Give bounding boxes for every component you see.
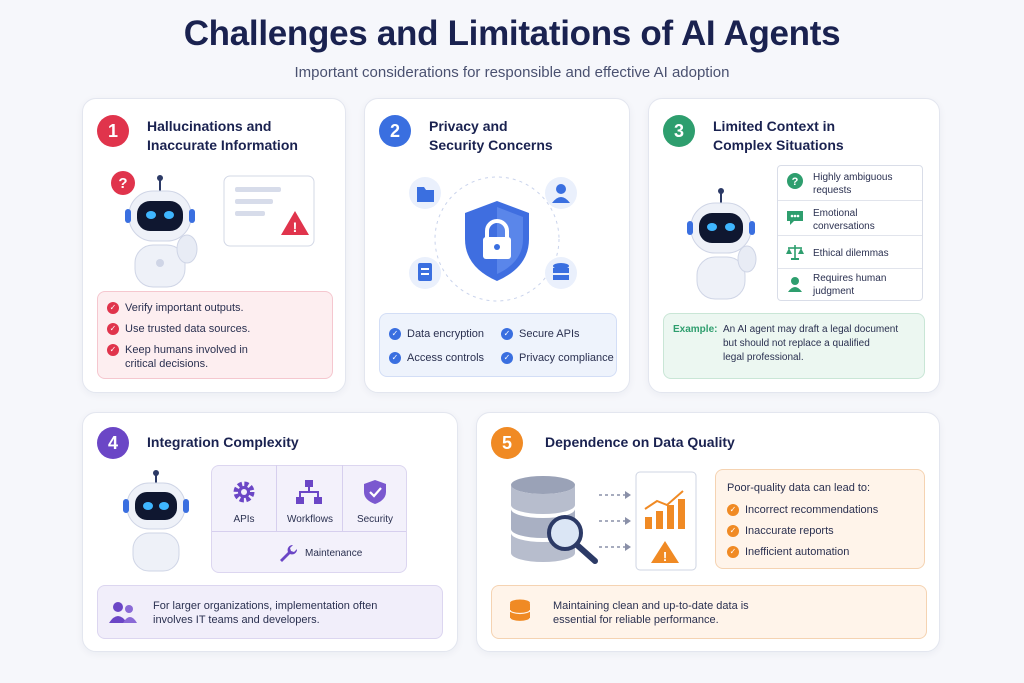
note-box xyxy=(97,585,443,639)
check-icon: ✓ xyxy=(389,328,401,340)
situation-label: Highly ambiguous xyxy=(813,172,893,183)
note-box xyxy=(491,585,927,639)
question-icon: ? xyxy=(787,173,803,189)
risk-item: Incorrect recommendations xyxy=(745,504,879,516)
page-title: Challenges and Limitations of AI Agents xyxy=(183,14,841,53)
tip-item: Privacy compliance xyxy=(519,352,614,364)
note-text: involves IT teams and developers. xyxy=(153,614,320,626)
check-icon: ✓ xyxy=(389,352,401,364)
chat-icon xyxy=(787,211,803,225)
check-icon: ✓ xyxy=(727,504,739,516)
gear-icon xyxy=(233,481,255,503)
shield-check-icon xyxy=(364,480,386,504)
card-number: 4 xyxy=(97,427,129,459)
situation-label: requests xyxy=(813,185,852,196)
card-title-line1: Hallucinations and xyxy=(147,118,272,134)
card-title: Dependence on Data Quality xyxy=(545,434,735,450)
card-title-line2: Complex Situations xyxy=(713,137,844,153)
example-label: Example: xyxy=(673,324,718,335)
svg-text:!: ! xyxy=(663,549,667,564)
wrench-icon xyxy=(280,544,298,562)
situation-label: Ethical dilemmas xyxy=(813,248,889,259)
person-icon xyxy=(788,277,802,292)
situation-label: conversations xyxy=(813,221,875,232)
check-icon: ✓ xyxy=(107,344,119,356)
shield-lock-icon xyxy=(409,176,577,302)
report-chart-icon: ! xyxy=(635,471,697,571)
example-text: An AI agent may draft a legal document xyxy=(723,324,899,335)
tip-item: Data encryption xyxy=(407,328,485,340)
risks-box xyxy=(715,469,925,569)
check-icon: ✓ xyxy=(501,328,513,340)
puzzle-label: Workflows xyxy=(287,514,333,525)
database-search-icon xyxy=(511,476,598,564)
tip-item: Verify important outputs. xyxy=(125,302,244,314)
card-number: 5 xyxy=(491,427,523,459)
situations-list xyxy=(777,165,923,301)
card-number: 2 xyxy=(379,115,411,147)
robot-icon xyxy=(687,188,757,300)
card-title-line2: Security Concerns xyxy=(429,137,553,153)
check-icon: ✓ xyxy=(727,546,739,558)
card-data-quality: 5 Dependence on Data Quality ! Poor-qual… xyxy=(476,412,940,652)
card-number: 1 xyxy=(97,115,129,147)
check-icon: ✓ xyxy=(501,352,513,364)
card-integration: 4 Integration Complexity APIs Workflows … xyxy=(82,412,458,652)
database-icon xyxy=(509,599,531,623)
tips-box xyxy=(97,291,333,379)
risk-item: Inaccurate reports xyxy=(745,525,834,537)
card-number: 3 xyxy=(663,115,695,147)
tip-item: Access controls xyxy=(407,352,485,364)
users-icon xyxy=(109,602,137,623)
robot-icon: ? xyxy=(111,171,198,288)
card-privacy: 2 Privacy and Security Concerns ✓ Data e… xyxy=(364,98,630,393)
check-icon: ✓ xyxy=(107,323,119,335)
card-limited-context: 3 Limited Context in Complex Situations … xyxy=(648,98,940,393)
svg-text:!: ! xyxy=(293,219,298,235)
puzzle-label: Maintenance xyxy=(305,548,363,559)
note-text: Maintaining clean and up-to-date data is xyxy=(553,600,749,612)
check-icon: ✓ xyxy=(727,525,739,537)
tip-item: Use trusted data sources. xyxy=(125,323,251,335)
puzzle-label: Security xyxy=(356,514,394,525)
card-title-line2: Inaccurate Information xyxy=(147,137,298,153)
robot-icon xyxy=(123,470,189,572)
tip-item-cont: critical decisions. xyxy=(125,358,209,370)
example-text: legal professional. xyxy=(723,352,804,363)
note-text: For larger organizations, implementation… xyxy=(153,600,378,612)
card-title-line1: Privacy and xyxy=(429,118,508,134)
tips-box xyxy=(379,313,617,377)
example-text: but should not replace a qualified xyxy=(723,338,870,349)
card-title: Integration Complexity xyxy=(147,434,299,450)
workflow-icon xyxy=(296,480,322,504)
card-hallucinations: 1 Hallucinations and Inaccurate Informat… xyxy=(82,98,346,393)
tip-item: Secure APIs xyxy=(519,328,580,340)
note-text: essential for reliable performance. xyxy=(553,614,719,626)
page-subtitle: Important considerations for responsible… xyxy=(294,64,730,81)
risks-lead: Poor-quality data can lead to: xyxy=(727,482,871,494)
puzzle-label: APIs xyxy=(233,514,255,525)
card-title-line1: Limited Context in xyxy=(713,118,836,134)
svg-text:?: ? xyxy=(792,176,799,188)
risk-item: Inefficient automation xyxy=(745,546,850,558)
arrows-icon xyxy=(599,491,631,551)
situation-label: judgment xyxy=(813,286,855,297)
tip-item: Keep humans involved in xyxy=(125,344,248,356)
situation-label: Requires human xyxy=(813,273,887,284)
example-box xyxy=(663,313,925,379)
warning-message-icon: ! xyxy=(223,175,315,247)
scales-icon xyxy=(786,245,804,260)
svg-text:?: ? xyxy=(118,175,127,192)
situation-label: Emotional xyxy=(813,208,858,219)
check-icon: ✓ xyxy=(107,302,119,314)
